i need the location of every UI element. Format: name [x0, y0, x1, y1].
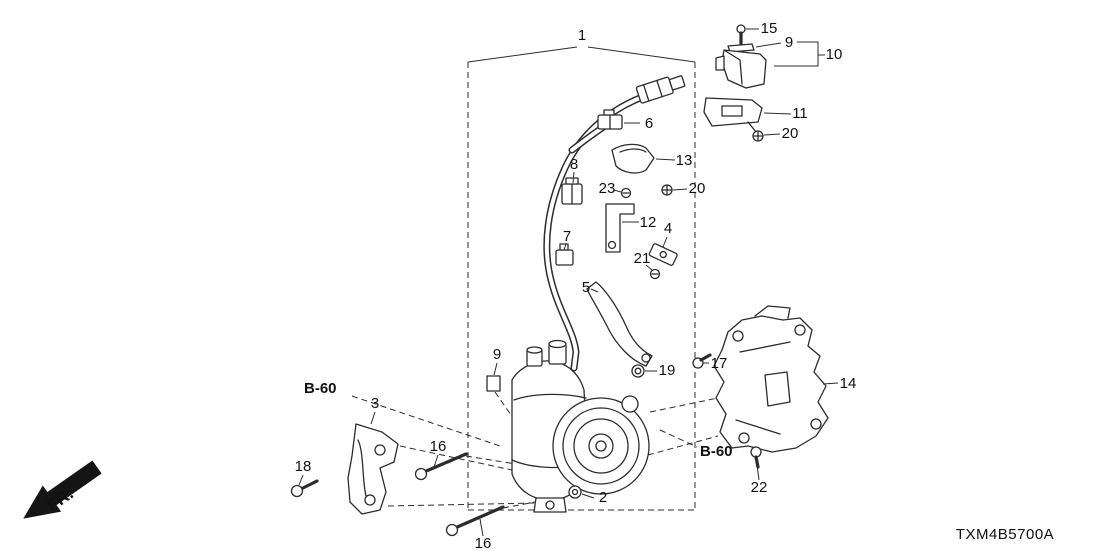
part-23-screw: [620, 187, 632, 199]
part-2-bolt: [568, 485, 582, 499]
callout-17[interactable]: 17: [711, 355, 728, 372]
callout-7[interactable]: 7: [563, 228, 571, 245]
callout-16b[interactable]: 16: [475, 535, 492, 552]
callout-8[interactable]: 8: [570, 156, 578, 173]
part-12-bracket: [605, 203, 635, 253]
part-6-connector: [597, 109, 623, 130]
callout-23[interactable]: 23: [599, 180, 616, 197]
part-15-bolt: [736, 24, 746, 47]
callout-15[interactable]: 15: [761, 20, 778, 37]
callout-6[interactable]: 6: [645, 115, 653, 132]
callout-9b[interactable]: 9: [493, 346, 501, 363]
callout-20a[interactable]: 20: [782, 125, 799, 142]
callout-14[interactable]: 14: [840, 375, 857, 392]
callout-5[interactable]: 5: [582, 279, 590, 296]
callout-11[interactable]: 11: [792, 105, 808, 122]
callout-2[interactable]: 2: [599, 489, 607, 506]
part-20b-screw: [661, 184, 673, 196]
callout-9a[interactable]: 9: [785, 34, 793, 51]
harness-connector: [635, 75, 686, 104]
part-11-bracket: [703, 97, 763, 133]
callout-22[interactable]: 22: [751, 479, 768, 496]
fr-direction-arrow: FR.: [23, 460, 102, 519]
part-17-bolt: [692, 353, 712, 369]
callout-1[interactable]: 1: [578, 27, 586, 44]
part-14-cover: [713, 305, 829, 453]
part-3-bracket: [347, 423, 399, 515]
part-5-stay: [586, 281, 653, 367]
part-21-screw: [649, 268, 661, 280]
part-16a-bolt: [414, 452, 468, 481]
assembly-1-boundary: [467, 46, 696, 511]
callout-12[interactable]: 12: [640, 214, 657, 231]
callout-18[interactable]: 18: [295, 458, 312, 475]
part-4-plate: [648, 243, 678, 266]
part-22-screw: [750, 446, 762, 469]
part-20a-screw: [752, 130, 764, 142]
projection-lines: [351, 391, 719, 509]
callout-19[interactable]: 19: [659, 362, 676, 379]
callout-16a[interactable]: 16: [430, 438, 447, 455]
part-compressor: [511, 339, 650, 513]
part-13-bracket: [611, 143, 655, 174]
callout-4[interactable]: 4: [664, 220, 672, 237]
part-8-clip: [561, 177, 583, 205]
callout-21[interactable]: 21: [634, 250, 651, 267]
part-19-nut: [631, 364, 645, 378]
part-18-bolt: [290, 479, 319, 498]
diagram-code: TXM4B5700A: [956, 526, 1054, 543]
callout-3[interactable]: 3: [371, 395, 379, 412]
callout-10[interactable]: 10: [826, 46, 843, 63]
part-10-bracket: [715, 49, 767, 89]
part-16b-bolt: [445, 505, 505, 537]
ref-b60-right[interactable]: B-60: [700, 443, 733, 460]
part-9b-plate: [486, 375, 501, 392]
leader-lines: [298, 28, 839, 537]
callout-13[interactable]: 13: [676, 152, 693, 169]
callout-20b[interactable]: 20: [689, 180, 706, 197]
ref-b60-left[interactable]: B-60: [304, 380, 337, 397]
